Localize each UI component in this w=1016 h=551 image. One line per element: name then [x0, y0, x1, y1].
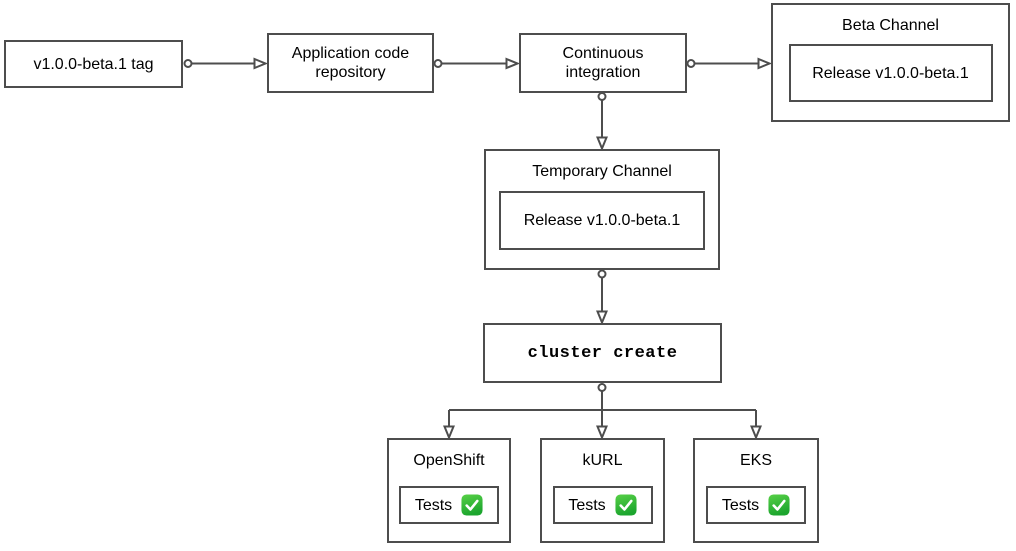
kurl-tests-label: Tests	[568, 496, 606, 514]
node-cluster-create-label: cluster create	[527, 343, 678, 363]
node-temporary-channel: Temporary Channel Release v1.0.0-beta.1	[484, 149, 720, 270]
eks-tests-label: Tests	[721, 496, 760, 514]
node-continuous-integration: Continuous integration	[519, 33, 687, 93]
node-application-code-repository: Application code repository	[267, 33, 434, 93]
check-mark-button-icon	[461, 494, 483, 516]
connector-cluster-create-to-test-clusters	[443, 383, 762, 441]
connector-repo-to-ci	[433, 57, 521, 70]
openshift-title: OpenShift	[413, 452, 485, 469]
beta-channel-title: Beta Channel	[842, 17, 939, 34]
node-version-tag-label: v1.0.0-beta.1 tag	[33, 55, 154, 73]
beta-channel-release-box: Release v1.0.0-beta.1	[788, 44, 993, 102]
node-kurl: kURL Tests	[540, 438, 665, 543]
eks-title: EKS	[739, 452, 772, 469]
kurl-tests-box: Tests	[552, 486, 653, 524]
node-eks: EKS Tests	[693, 438, 819, 543]
openshift-tests-label: Tests	[414, 496, 453, 514]
connector-ci-to-temporary-channel	[596, 92, 608, 152]
connector-tag-to-repo	[183, 57, 269, 70]
node-continuous-integration-label: Continuous integration	[562, 45, 644, 81]
node-cluster-create: cluster create	[483, 323, 722, 383]
node-application-code-repository-label: Application code repository	[291, 45, 410, 81]
check-mark-button-icon	[768, 494, 790, 516]
check-mark-button-icon	[615, 494, 637, 516]
temporary-channel-release-label: Release v1.0.0-beta.1	[523, 212, 681, 229]
temporary-channel-title: Temporary Channel	[532, 163, 672, 180]
kurl-title: kURL	[582, 452, 623, 469]
openshift-tests-box: Tests	[399, 486, 499, 524]
connector-temporary-channel-to-cluster-create	[596, 269, 608, 326]
beta-channel-release-label: Release v1.0.0-beta.1	[812, 64, 969, 82]
node-openshift: OpenShift Tests	[387, 438, 511, 543]
eks-tests-box: Tests	[706, 486, 806, 524]
node-beta-channel: Beta Channel Release v1.0.0-beta.1	[771, 3, 1010, 122]
node-version-tag: v1.0.0-beta.1 tag	[4, 40, 183, 88]
connector-ci-to-beta-channel	[686, 57, 773, 70]
temporary-channel-release-box: Release v1.0.0-beta.1	[499, 191, 705, 250]
